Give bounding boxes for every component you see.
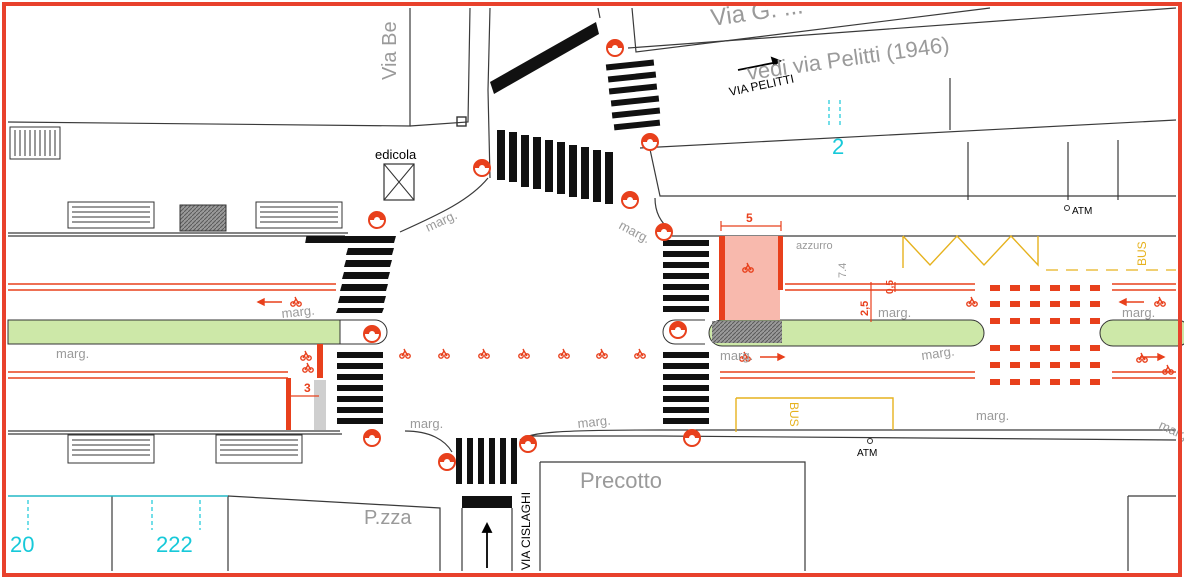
bus-stop-number-222: 222 [156,532,193,557]
marg-label: marg. [1122,305,1155,320]
pedestrian-signal-icon [655,223,673,241]
pedestrian-signal-icon [606,39,624,57]
bus-bay [735,397,894,432]
bicycle-icon [478,348,490,359]
marg-label: marg. [720,348,753,363]
crosswalk-left [305,236,355,243]
bicycle-icon [518,348,530,359]
pedestrian-signal-icon [363,325,381,343]
pzza-label: P.zza [364,507,412,529]
marg-label: marg. [577,413,612,431]
precotto-label: Precotto [580,468,662,493]
bus-stop-number-2: 2 [832,134,844,159]
bicycle-icon [1154,296,1166,307]
dimension-lines [291,221,896,397]
crosswalk-right-lower [663,352,709,424]
bus-stop-number-20: 20 [10,532,34,557]
median-center-nose [662,319,705,345]
marg-label: marg. [617,217,653,246]
arrow-icon [481,56,782,568]
stop-line-right-b [778,236,783,290]
median-hatched-box [712,321,782,343]
crosswalk-bottom [456,438,517,508]
small-pillar [456,116,467,127]
atm-marker-right [1064,205,1070,211]
crosswalk-left-upper [336,236,396,313]
stop-line-left-grey [314,380,326,430]
median-left [7,319,341,345]
median-far-right [1099,319,1184,347]
bicycle-icon [302,362,314,373]
pedestrian-signal-icon [519,435,537,453]
bicycle-icon [438,348,450,359]
bicycle-icon [558,348,570,359]
dimension-2-5: 2,5 [859,301,871,316]
marg-label: marg. [878,305,911,320]
bicycle-icon [966,296,978,307]
kiosk-icon [383,163,415,201]
grates [9,126,343,464]
bus-stop-lines [8,100,841,530]
dimension-5: 5 [746,211,753,225]
dimension-3: 3 [304,381,311,395]
manhole [179,204,227,232]
bicycle-icon [634,348,646,359]
kiosk-label: edicola [375,147,417,162]
cycle-lanes-left [8,283,336,379]
crosswalk-right-upper [663,240,709,312]
street-lines [7,7,1177,571]
atm-label-right: ATM [1072,206,1092,217]
crosswalk-top [497,130,613,204]
street-name-via-cislaghi: VIA CISLAGHI [519,492,533,570]
marg-label: marg. [410,416,443,431]
bicycle-icon [300,350,312,361]
bus-label-bottom: BUS [787,402,801,427]
marg-label: marg. [920,343,955,362]
dimension-7-4: 7.4 [837,263,849,278]
pedestrian-signal-icon [669,321,687,339]
pedestrian-signal-icon [473,159,491,177]
pedestrian-signal-icon [363,429,381,447]
pedestrian-signal-icon [621,191,639,209]
azzurro-label: azzurro [796,240,833,252]
atm-marker-bottom [867,438,873,444]
bicycle-icon [596,348,608,359]
bus-label-right: BUS [1135,241,1149,266]
pedestrian-signal-icon [683,429,701,447]
atm-label-bottom: ATM [857,448,877,459]
marg-label: marg. [976,408,1009,423]
bicycle-icon [399,348,411,359]
stop-line-left-lower [286,378,291,430]
marg-label: marg. [423,207,459,235]
cycle-box [724,236,780,320]
cycle-lane-dashes [990,285,1100,385]
traffic-signals [363,39,701,471]
bicycle-icon [1162,364,1174,375]
street-label-via-be: Via Be [379,21,401,80]
median-left-nose [340,319,388,345]
bus-zigzag [902,234,1039,268]
stop-line-left-median [317,344,323,378]
crosswalk-top-right [605,59,661,131]
building-gate [490,22,599,94]
pedestrian-signal-icon [368,211,386,229]
pedestrian-signal-icon [438,453,456,471]
stop-line-right-a [719,236,725,320]
crosswalk-left-lower [337,352,383,424]
marg-label: marg. [281,303,316,321]
dimension-0-5: 0,5 [885,280,896,294]
pedestrian-signal-icon [641,133,659,151]
marg-label: marg. [56,346,89,361]
lane-arrows [256,297,1166,362]
